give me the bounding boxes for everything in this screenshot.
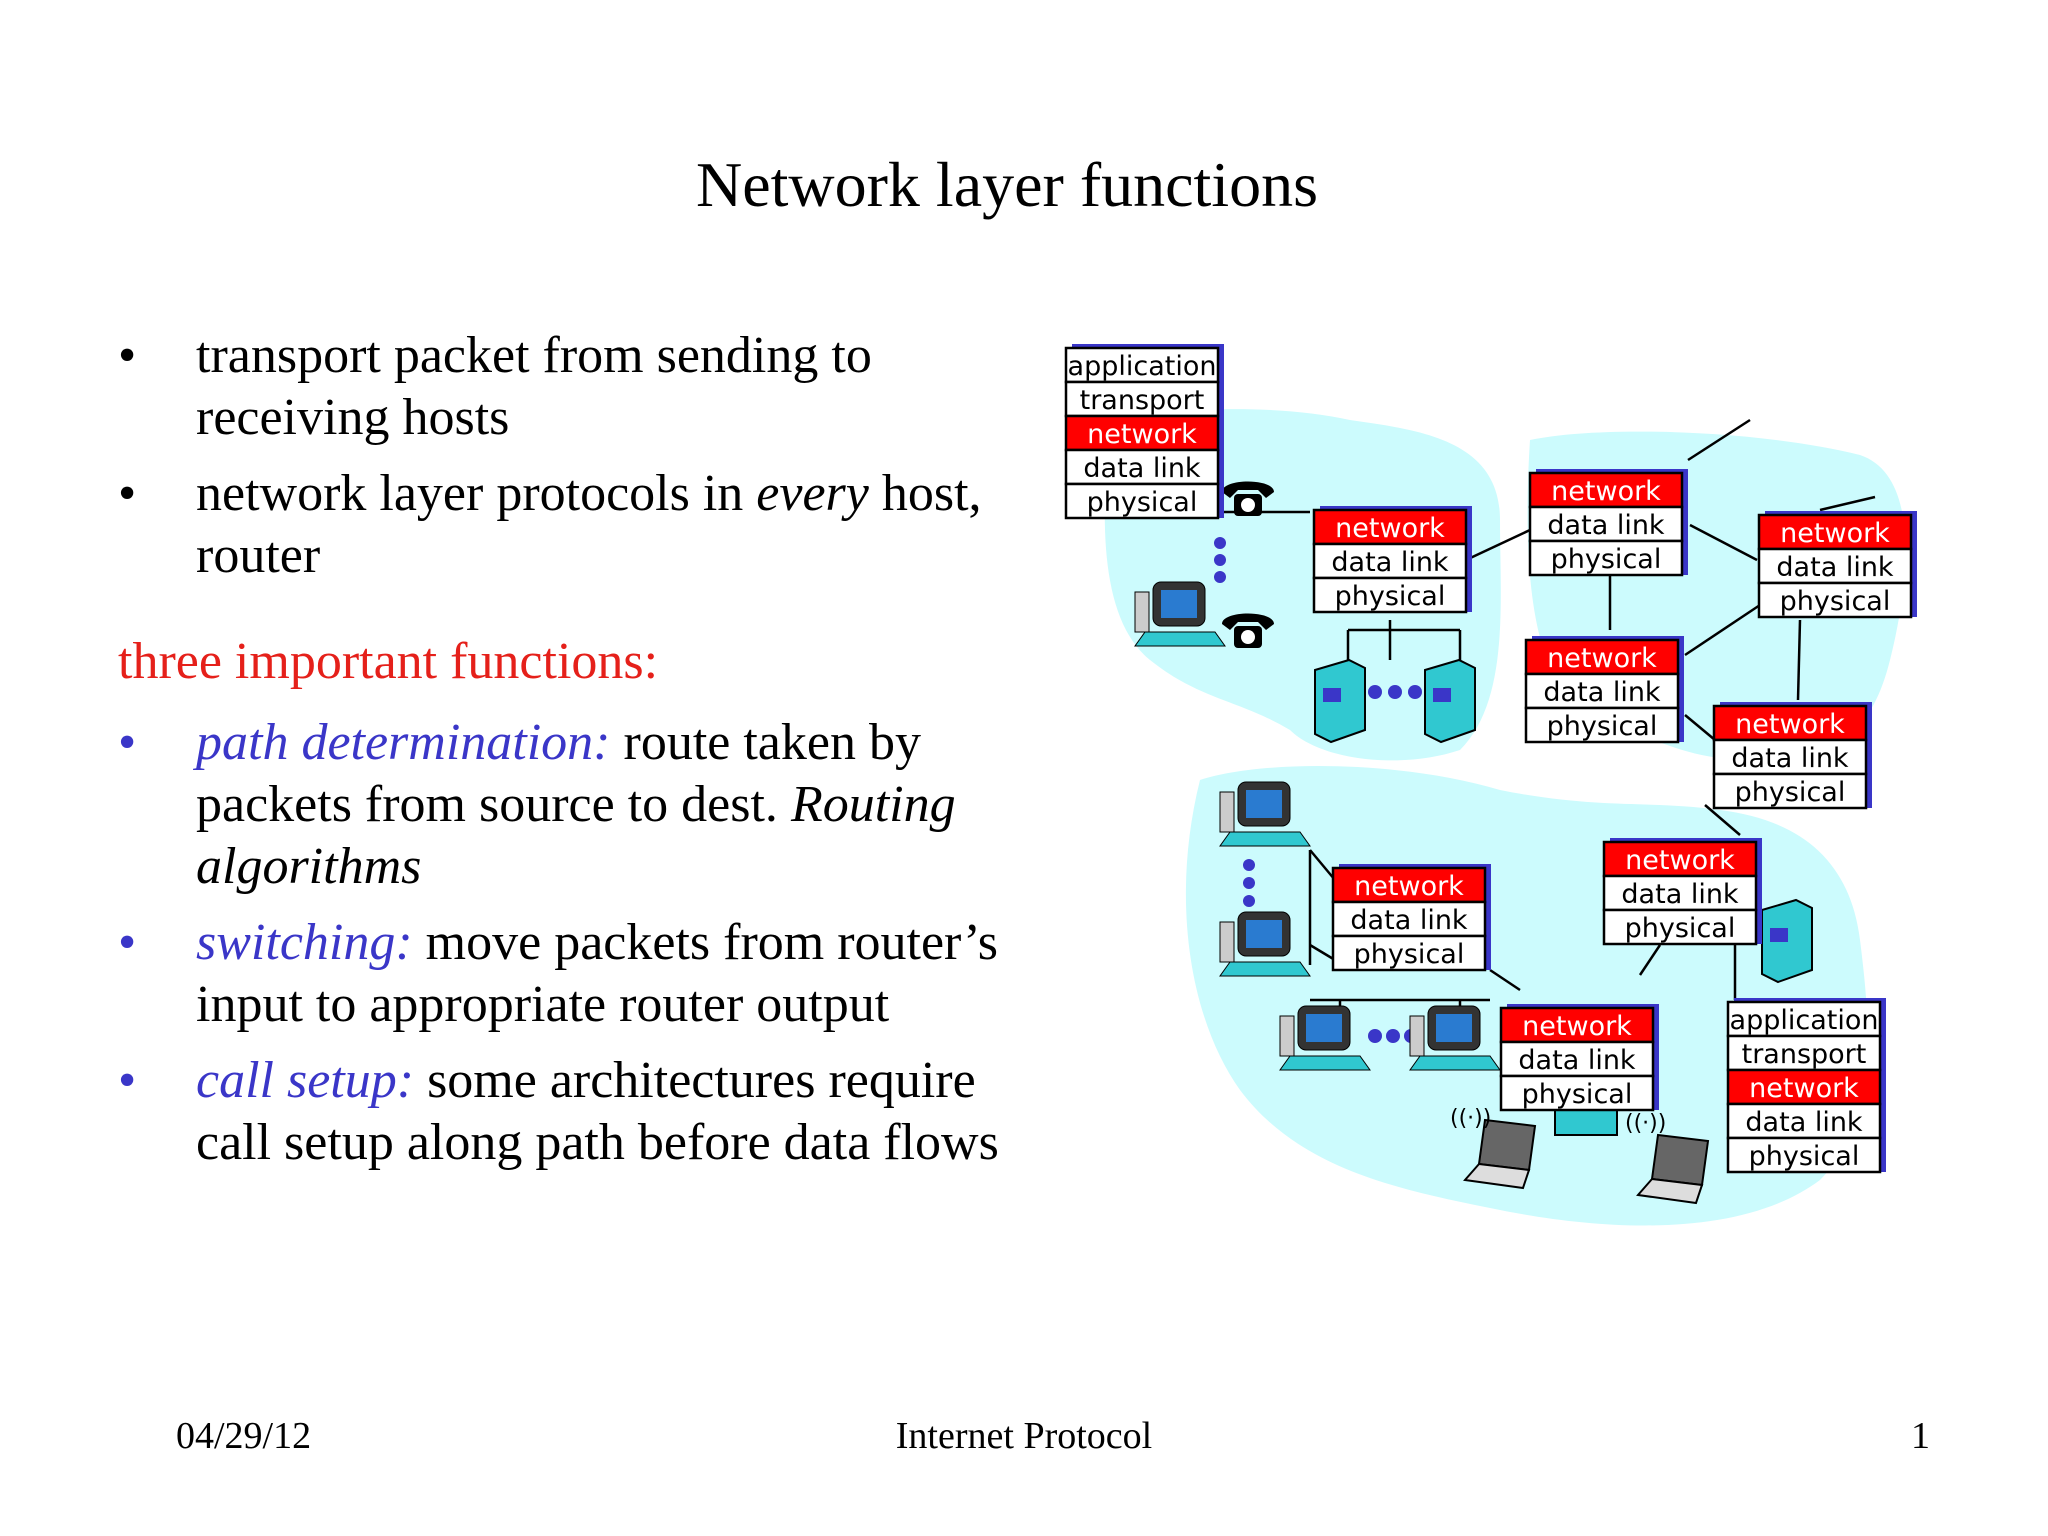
layer-network: network [1354, 871, 1464, 902]
function-desc: route taken by packets from source to de… [196, 714, 921, 833]
phone-icon [1222, 481, 1274, 516]
computer-icon [1279, 1005, 1371, 1071]
network-diagram: ((·)) ((·)) application transport networ… [1064, 344, 1917, 1226]
function-desc: some architectures require call setup al… [196, 1052, 999, 1171]
layer-network: network [1625, 845, 1735, 876]
wireless-icon: ((·)) [1625, 1111, 1666, 1136]
server-icon [1761, 898, 1813, 984]
layer-data-link: data link [1776, 552, 1894, 583]
layer-data-link: data link [1547, 510, 1665, 541]
layer-physical: physical [1780, 586, 1891, 617]
wireless-icon: ((·)) [1450, 1106, 1491, 1131]
function-desc: move packets from router’s input to appr… [196, 914, 998, 1033]
host-stack-top-left: application transport network data link … [1064, 344, 1224, 520]
intro-bullets: • transport packet from sending to recei… [118, 325, 1018, 601]
bullet-item: • transport packet from sending to recei… [118, 325, 1018, 449]
bullet-dot: • [118, 1052, 137, 1109]
layer-physical: physical [1735, 777, 1846, 808]
footer-date: 04/29/12 [176, 1415, 312, 1457]
host-stack-bottom-right: application transport network data link … [1726, 998, 1886, 1174]
layer-data-link: data link [1518, 1045, 1636, 1076]
bullet-item: • network layer protocols in every host,… [118, 463, 1018, 587]
layer-data-link: data link [1083, 453, 1201, 484]
function-bullets: • path determination: route taken by pac… [118, 712, 1018, 1188]
router-stack: network data link physical [1524, 636, 1684, 744]
function-item: • switching: move packets from router’s … [118, 912, 1018, 1036]
layer-data-link: data link [1350, 905, 1468, 936]
server-icon [1314, 658, 1366, 744]
layer-physical: physical [1354, 939, 1465, 970]
layer-physical: physical [1335, 581, 1446, 612]
network-links [1220, 418, 1876, 1020]
router-stack: network data link physical [1528, 469, 1688, 577]
router-stack: network data link physical [1312, 506, 1472, 614]
bullet-text-prefix: network layer protocols in [196, 465, 757, 522]
router-stack: network data link physical [1331, 864, 1491, 972]
computer-icon [1219, 781, 1311, 847]
computer-icon [1409, 1005, 1501, 1071]
layer-network: network [1735, 709, 1845, 740]
layer-data-link: data link [1731, 743, 1849, 774]
layer-network: network [1551, 476, 1661, 507]
router-stack: network data link physical [1757, 511, 1917, 619]
bullet-dot: • [118, 327, 137, 384]
function-term: switching: [196, 914, 413, 971]
server-icon [1424, 658, 1476, 744]
layer-network: network [1749, 1073, 1859, 1104]
layer-application: application [1068, 351, 1217, 382]
bullet-dot: • [118, 914, 137, 971]
footer-page-number: 1 [1911, 1415, 1930, 1457]
router-stack: network data link physical [1499, 1004, 1659, 1112]
layer-physical: physical [1625, 913, 1736, 944]
function-term: call setup: [196, 1052, 415, 1109]
layer-network: network [1087, 419, 1197, 450]
layer-physical: physical [1522, 1079, 1633, 1110]
layer-network: network [1335, 513, 1445, 544]
bullet-dot: • [118, 714, 137, 771]
bullet-emphasis: every [756, 465, 869, 522]
layer-data-link: data link [1331, 547, 1449, 578]
function-item: • call setup: some architectures require… [118, 1050, 1018, 1174]
router-stack: network data link physical [1602, 838, 1762, 946]
layer-network: network [1780, 518, 1890, 549]
bullet-dot: • [118, 465, 137, 522]
layer-physical: physical [1749, 1141, 1860, 1172]
footer-title: Internet Protocol [895, 1415, 1153, 1457]
ellipsis-dots [1214, 537, 1422, 1043]
function-extra: Routing algorithms [196, 776, 956, 895]
layer-physical: physical [1547, 711, 1658, 742]
slide-title: Network layer functions [695, 149, 1319, 220]
layer-data-link: data link [1745, 1107, 1863, 1138]
phone-icon [1222, 613, 1274, 648]
bullet-text-suffix: host, router [196, 465, 982, 584]
function-term: path determination: [196, 714, 611, 771]
computer-icon [1219, 911, 1311, 977]
layer-data-link: data link [1621, 879, 1739, 910]
layer-physical: physical [1087, 487, 1198, 518]
layer-application: application [1730, 1005, 1879, 1036]
layer-network: network [1522, 1011, 1632, 1042]
laptop-icon [1636, 1133, 1710, 1205]
router-stack: network data link physical [1712, 702, 1872, 810]
function-item: • path determination: route taken by pac… [118, 712, 1018, 898]
bullet-text: transport packet from sending to receivi… [196, 327, 872, 446]
subheading: three important functions: [118, 633, 659, 690]
layer-data-link: data link [1543, 677, 1661, 708]
layer-physical: physical [1551, 544, 1662, 575]
laptop-icon [1463, 1118, 1537, 1190]
layer-network: network [1547, 643, 1657, 674]
layer-transport: transport [1742, 1039, 1867, 1070]
computer-icon [1134, 581, 1226, 647]
layer-transport: transport [1080, 385, 1205, 416]
